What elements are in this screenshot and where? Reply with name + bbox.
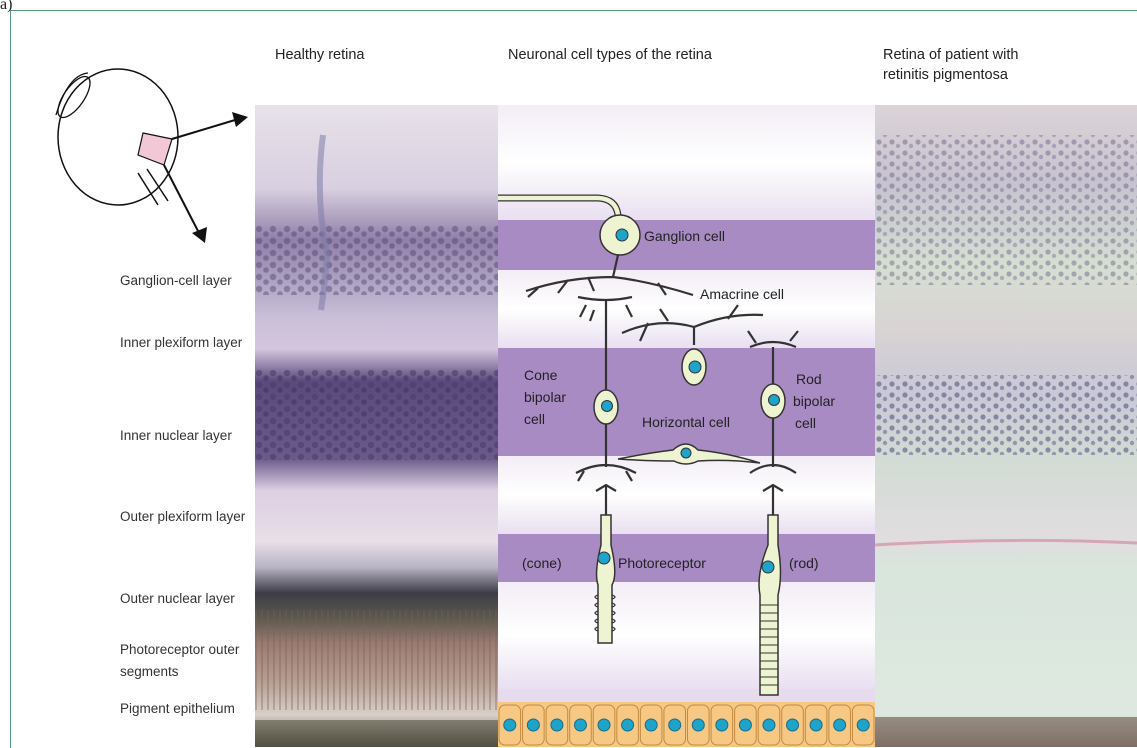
label-cone: (cone) [522, 555, 562, 571]
horizontal-nucleus [681, 448, 691, 458]
label-photoreceptor: Photoreceptor [618, 555, 706, 571]
arrow-right-head [232, 112, 248, 127]
label-rod-bipolar-1: Rod [796, 371, 822, 387]
epithelium-nucleus [504, 719, 516, 731]
rod-bipolar-nucleus [769, 395, 780, 406]
label-cone-bipolar-1: Cone [524, 367, 558, 383]
epithelium-nucleus [669, 719, 681, 731]
epithelium-nucleus [857, 719, 869, 731]
epithelium-nucleus [716, 719, 728, 731]
retinitis-pigmentosa-image [875, 105, 1137, 747]
amacrine-nucleus [689, 361, 701, 373]
epithelium-nucleus [598, 719, 610, 731]
panel-letter: a) [0, 0, 12, 14]
label-ganglion-cell: Ganglion cell [644, 228, 725, 244]
epithelium-nucleus [645, 719, 657, 731]
epithelium-nucleus [810, 719, 822, 731]
epithelium-nucleus [527, 719, 539, 731]
label-rod-bipolar-2: bipolar [793, 393, 835, 409]
rp-inner-nuclear [875, 375, 1137, 455]
healthy-ganglion-nuclei [255, 225, 498, 295]
band-top [498, 105, 875, 220]
epithelium-nucleus [787, 719, 799, 731]
layer-label-inner-plexiform: Inner plexiform layer [120, 332, 255, 354]
label-amacrine-cell: Amacrine cell [700, 286, 784, 302]
patient-heading-line1: Retina of patient with [883, 45, 1018, 65]
ganglion-nucleus [616, 229, 628, 241]
healthy-retina-heading: Healthy retina [275, 45, 364, 65]
healthy-outer-segments [255, 610, 498, 710]
cone-bipolar-nucleus [602, 401, 613, 412]
epithelium-nucleus [692, 719, 704, 731]
patient-heading-line2: retinitis pigmentosa [883, 65, 1008, 85]
rod-photoreceptor-nucleus [762, 561, 774, 573]
band-inner-plexiform [498, 270, 875, 348]
label-rod-bipolar-3: cell [795, 415, 816, 431]
layer-label-outer-plexiform: Outer plexiform layer [120, 506, 255, 528]
healthy-inner-nuclei [255, 370, 498, 460]
eye-diagram [40, 55, 260, 255]
epithelium-nucleus [574, 719, 586, 731]
epithelium-nucleus [551, 719, 563, 731]
arrow-down-line [164, 165, 198, 231]
arrow-right-line [172, 120, 235, 139]
arrow-down-head [192, 227, 207, 243]
layer-label-photoreceptor-2: segments [120, 661, 255, 683]
layer-label-photoreceptor-1: Photoreceptor outer [120, 639, 255, 661]
optic-nerve-line-2 [147, 169, 168, 201]
cone-photoreceptor-nucleus [598, 552, 610, 564]
band-segments [498, 582, 875, 689]
neuronal-heading: Neuronal cell types of the retina [508, 45, 712, 65]
healthy-retina-image [255, 105, 498, 747]
layer-label-inner-nuclear: Inner nuclear layer [120, 425, 255, 447]
label-horizontal-cell: Horizontal cell [642, 414, 730, 430]
rp-epithelium [875, 717, 1137, 747]
label-cone-bipolar-3: cell [524, 411, 545, 427]
band-outer-plexiform [498, 456, 875, 534]
retina-sample-patch [138, 133, 172, 165]
rp-upper-nuclei [875, 135, 1137, 285]
epithelium-nucleus [763, 719, 775, 731]
neuronal-diagram: Ganglion cell Amacrine cell Cone bipolar… [498, 105, 875, 747]
layer-label-pigment: Pigment epithelium [120, 698, 255, 720]
label-rod: (rod) [789, 555, 819, 571]
epithelium-nucleus [834, 719, 846, 731]
layer-label-ganglion: Ganglion-cell layer [120, 270, 255, 292]
label-cone-bipolar-2: bipolar [524, 389, 566, 405]
healthy-epithelium-band [255, 720, 498, 747]
epithelium-nucleus [622, 719, 634, 731]
layer-label-outer-nuclear: Outer nuclear layer [120, 588, 255, 610]
epithelium-nucleus [739, 719, 751, 731]
